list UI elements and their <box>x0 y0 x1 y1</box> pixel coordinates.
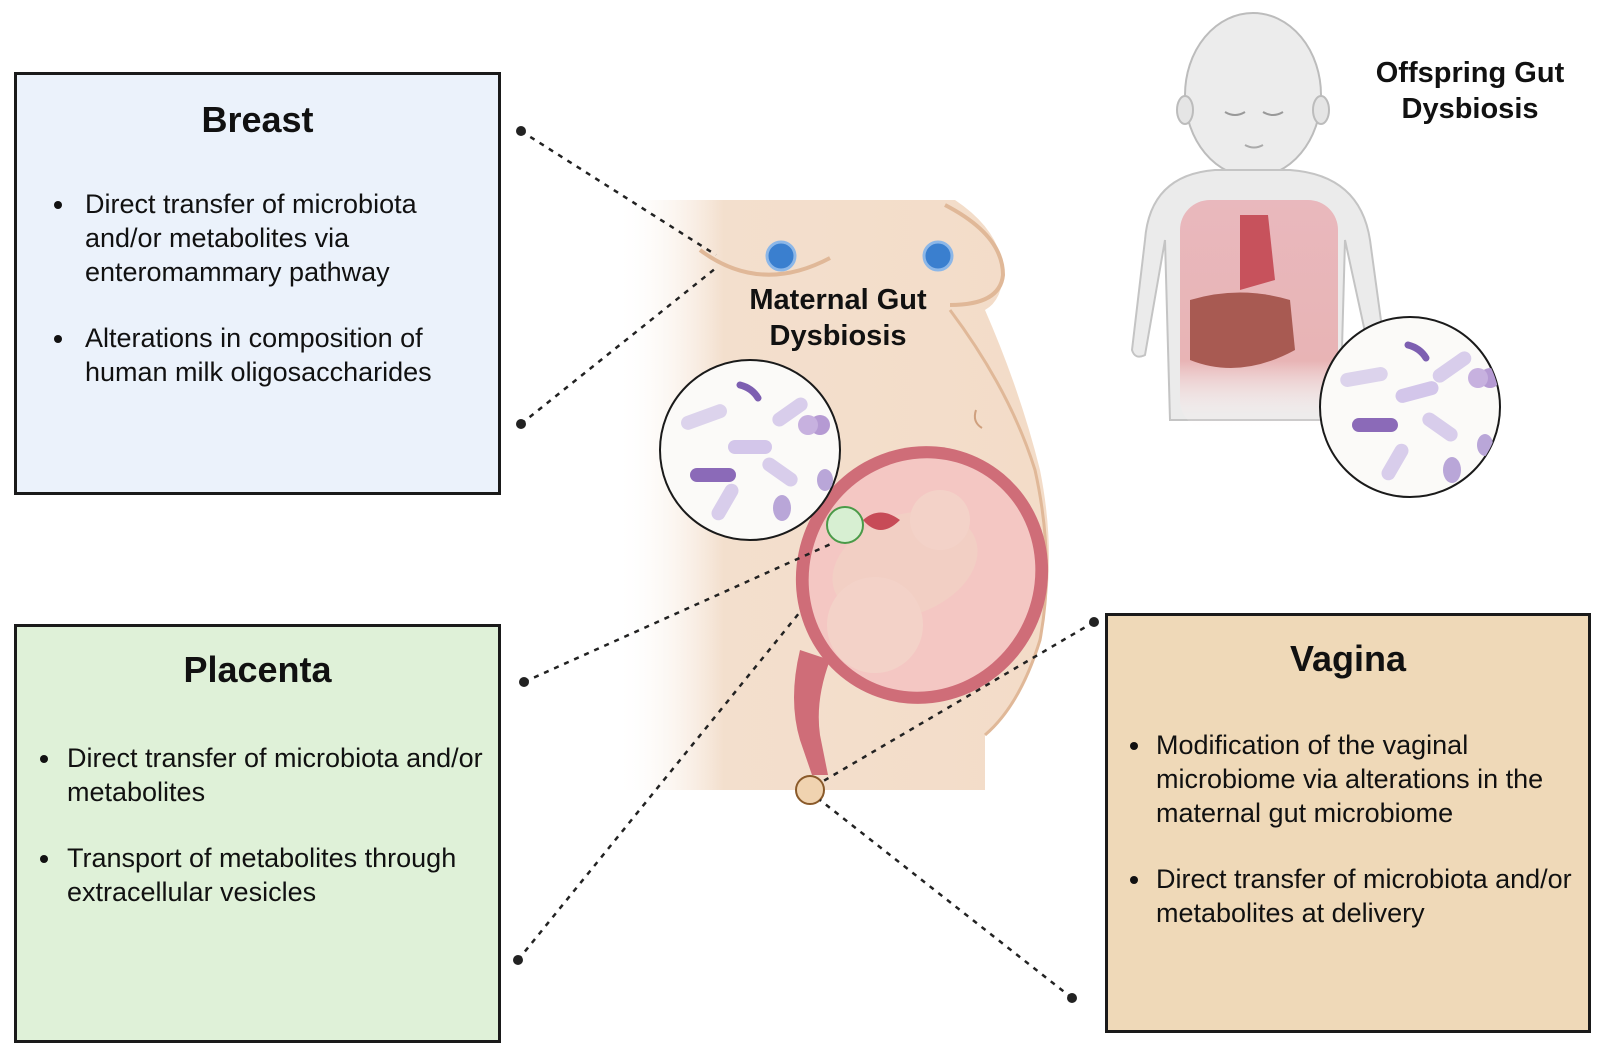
vagina-bullet-list: Modification of the vaginal microbiome v… <box>1130 728 1584 962</box>
maternal-microbiome-circle <box>659 359 841 541</box>
placenta-marker <box>826 506 864 544</box>
breast-bullet-list: Direct transfer of microbiota and/or met… <box>54 187 488 421</box>
maternal-gut-dysbiosis-label: Maternal Gut Dysbiosis <box>749 284 927 352</box>
placenta-connector-bottom <box>517 611 801 961</box>
breast-connector-bottom <box>520 267 717 425</box>
placenta-title: Placenta <box>183 649 332 690</box>
placenta-bullet: Direct transfer of microbiota and/or met… <box>40 741 490 809</box>
breast-bullet: Alterations in composition of human milk… <box>54 321 488 389</box>
vagina-bullet: Modification of the vaginal microbiome v… <box>1130 728 1584 830</box>
breast-box: Breast Direct transfer of microbiota and… <box>14 72 501 495</box>
offspring-microbiome-circle <box>1319 316 1501 498</box>
connector-lines <box>517 129 1095 999</box>
placenta-box: Placenta Direct transfer of microbiota a… <box>14 624 501 1043</box>
breast-bullet: Direct transfer of microbiota and/or met… <box>54 187 488 289</box>
vagina-title: Vagina <box>1289 638 1407 679</box>
placenta-connector-top <box>523 541 834 684</box>
vagina-marker <box>795 775 825 805</box>
vagina-bullet: Direct transfer of microbiota and/or met… <box>1130 862 1584 930</box>
connector-endpoints <box>513 126 1099 1003</box>
breast-marker-left <box>765 240 797 272</box>
offspring-illustration <box>1130 12 1387 430</box>
offspring-gut-dysbiosis-label: Offspring Gut Dysbiosis <box>1375 57 1565 125</box>
placenta-bullet-list: Direct transfer of microbiota and/or met… <box>40 741 490 941</box>
breast-title: Breast <box>201 99 314 140</box>
breast-marker-right <box>922 240 954 272</box>
placenta-bullet: Transport of metabolites through extrace… <box>40 841 490 909</box>
vagina-connector-bottom <box>819 799 1073 999</box>
uterus-fetus-illustration <box>794 446 1049 775</box>
vagina-connector-top <box>819 620 1095 785</box>
vagina-box: Vagina Modification of the vaginal micro… <box>1105 613 1591 1033</box>
